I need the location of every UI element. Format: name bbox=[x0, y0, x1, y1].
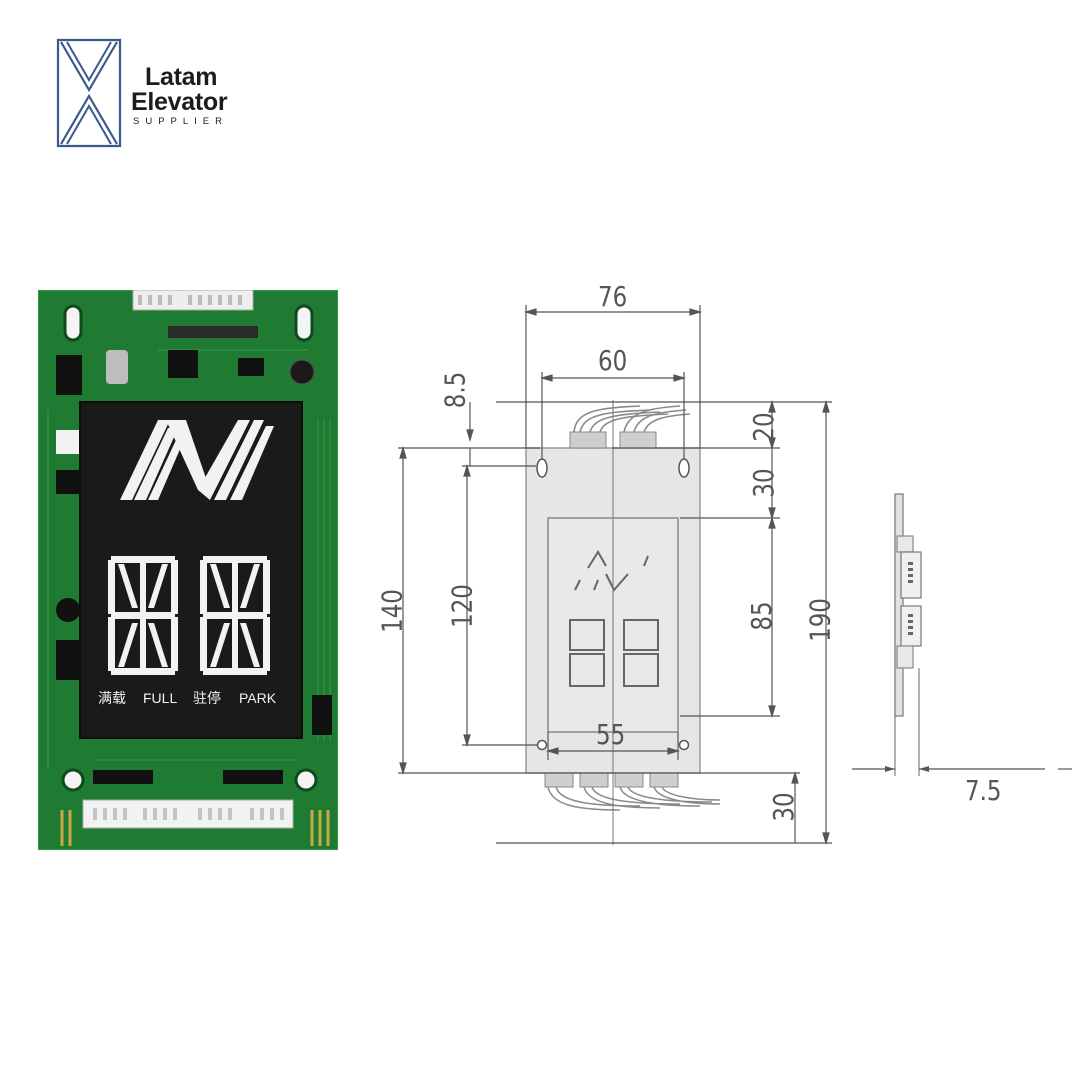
buzzer bbox=[289, 359, 315, 385]
dim-bottom-connector: 30 bbox=[766, 792, 800, 822]
side-view bbox=[852, 493, 1072, 776]
mount-hole bbox=[678, 458, 690, 478]
dim-hole-spacing-width: 60 bbox=[598, 344, 628, 377]
mount-hole bbox=[294, 768, 318, 792]
top-cables bbox=[569, 405, 691, 449]
dim-top-connector: 20 bbox=[746, 412, 780, 442]
dim-display-width: 55 bbox=[596, 718, 626, 751]
mount-hole bbox=[63, 304, 83, 342]
logo-mark-icon bbox=[56, 38, 122, 148]
crystal bbox=[106, 350, 128, 384]
bottom-connector bbox=[82, 799, 294, 829]
brand-name-line1: Latam bbox=[145, 63, 218, 91]
brand-logo: Latam Elevator SUPPLIER bbox=[55, 38, 275, 148]
lcd-label-full-en: FULL bbox=[143, 690, 178, 706]
lcd-label-full-cn: 满载 bbox=[98, 690, 126, 706]
dim-overall-height: 190 bbox=[803, 598, 837, 642]
lcd-label-park-cn: 驻停 bbox=[193, 690, 221, 706]
mount-hole bbox=[536, 458, 548, 478]
arrow-glyph-icon bbox=[574, 550, 649, 592]
dim-overall-width: 76 bbox=[598, 280, 628, 313]
top-connector bbox=[132, 290, 254, 311]
dim-top-offset: 8.5 bbox=[438, 371, 472, 409]
dim-hole-spacing-height: 120 bbox=[445, 584, 479, 628]
board-photo bbox=[38, 290, 338, 850]
mount-hole bbox=[61, 768, 85, 792]
lcd-label-park-en: PARK bbox=[239, 690, 277, 706]
brand-tagline: SUPPLIER bbox=[133, 116, 228, 127]
digit-outline bbox=[569, 619, 659, 687]
dim-thickness: 7.5 bbox=[965, 774, 1002, 807]
brand-name-line2: Elevator bbox=[131, 88, 228, 116]
chip bbox=[168, 350, 198, 378]
dim-display-top-offset: 30 bbox=[746, 468, 780, 498]
mount-hole bbox=[536, 739, 548, 751]
direction-arrow-icon bbox=[120, 420, 274, 500]
dim-board-height: 140 bbox=[375, 589, 409, 633]
mount-hole bbox=[294, 304, 314, 342]
mount-hole bbox=[678, 739, 690, 751]
segment-digits bbox=[108, 556, 270, 675]
bottom-cables bbox=[544, 772, 721, 811]
dim-display-height: 85 bbox=[744, 601, 778, 631]
